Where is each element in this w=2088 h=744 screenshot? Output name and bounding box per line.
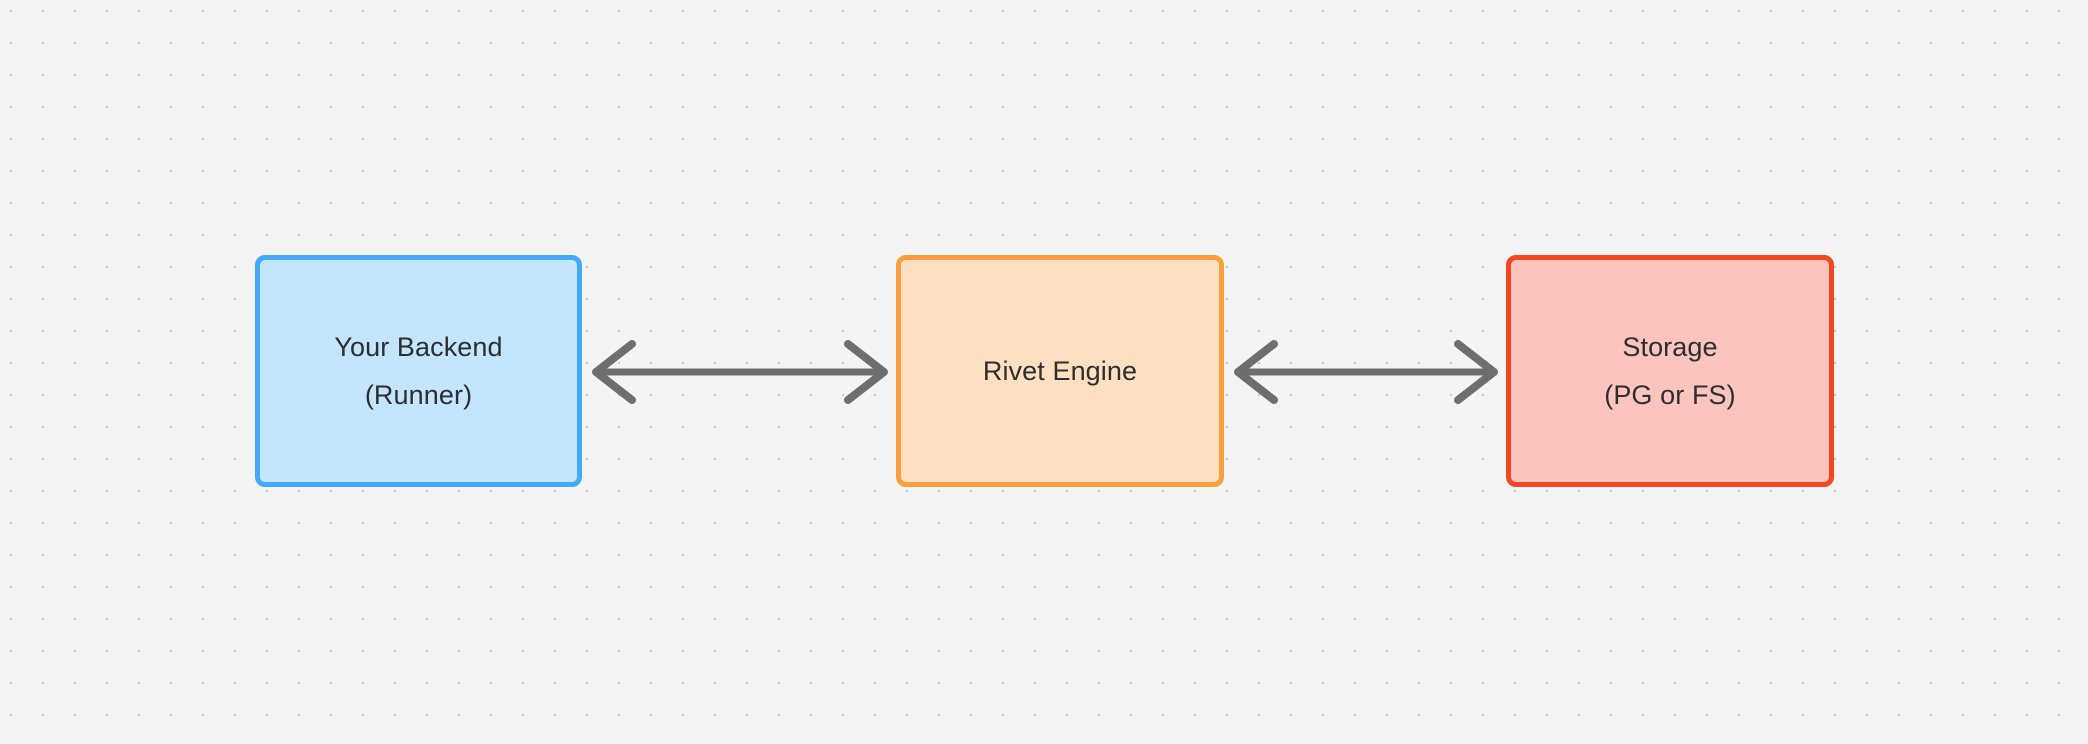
your-backend-node-label-line-2: (Runner): [364, 380, 473, 410]
your-backend-node-label-line-1: Your Backend: [334, 332, 503, 362]
connector-engine-to-storage[interactable]: [1228, 336, 1504, 408]
storage-node-label-line-2: (PG or FS): [1604, 380, 1736, 410]
your-backend-node[interactable]: Your Backend (Runner): [255, 255, 582, 487]
storage-node[interactable]: Storage (PG or FS): [1506, 255, 1834, 487]
storage-node-label-line-1: Storage: [1622, 332, 1718, 362]
bidirectional-arrow-icon: [1234, 340, 1498, 404]
bidirectional-arrow-icon: [592, 340, 888, 404]
connector-backend-to-engine[interactable]: [586, 336, 894, 408]
rivet-engine-node-label-line-1: Rivet Engine: [982, 356, 1138, 386]
rivet-engine-node[interactable]: Rivet Engine: [896, 255, 1224, 487]
